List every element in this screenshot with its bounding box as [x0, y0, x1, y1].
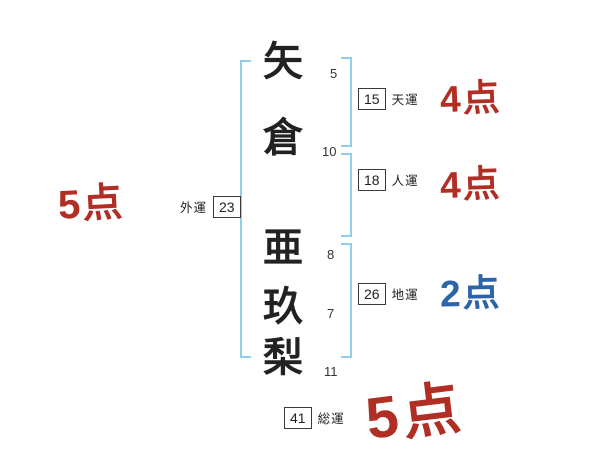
tenun-group: 15 天運: [358, 88, 419, 110]
souun-score: 5点: [362, 375, 468, 452]
stroke-count-2: 10: [322, 144, 337, 159]
left-bracket: [240, 60, 251, 358]
name-char-3: 亜: [263, 226, 303, 270]
stroke-count-4: 7: [327, 306, 335, 321]
chiun-value-box: 26: [358, 283, 386, 305]
jinun-label: 人運: [391, 174, 419, 189]
gaiun-value-box: 23: [213, 196, 241, 218]
gaiun-label: 外運: [180, 201, 208, 216]
chiun-label: 地運: [391, 288, 419, 303]
souun-label: 総運: [317, 412, 345, 427]
souun-value-box: 41: [284, 407, 312, 429]
souun-group: 41 総運: [284, 407, 345, 429]
stroke-count-5: 11: [324, 364, 338, 379]
gaiun-score: 5点: [56, 180, 126, 228]
chiun-group: 26 地運: [358, 283, 419, 305]
right-bracket-top: [341, 57, 352, 147]
stroke-count-3: 8: [327, 247, 335, 262]
jinun-group: 18 人運: [358, 169, 419, 191]
right-bracket-middle: [341, 153, 352, 237]
name-char-1: 矢: [263, 40, 303, 84]
tenun-score: 4点: [439, 76, 503, 121]
jinun-value-box: 18: [358, 169, 386, 191]
jinun-score: 4点: [439, 162, 503, 207]
gaiun-group: 外運 23: [180, 196, 241, 218]
name-char-5: 梨: [263, 336, 303, 380]
right-bracket-bottom: [341, 243, 352, 358]
tenun-label: 天運: [391, 93, 419, 108]
name-char-2: 倉: [263, 116, 303, 160]
name-char-4: 玖: [263, 285, 303, 329]
tenun-value-box: 15: [358, 88, 386, 110]
stroke-count-1: 5: [330, 66, 338, 81]
chiun-score: 2点: [439, 272, 502, 315]
